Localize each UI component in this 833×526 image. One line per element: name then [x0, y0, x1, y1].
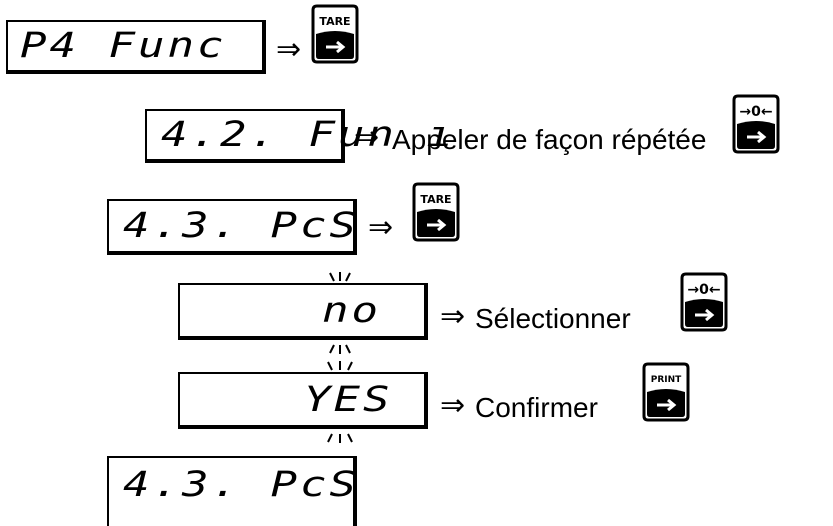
display-text: P4 Func — [20, 25, 227, 66]
key-label: →0← — [739, 104, 772, 120]
instruction-text: Appeler de façon répétée — [392, 124, 707, 155]
tare-key-icon[interactable]: TARE — [410, 182, 462, 242]
arrow-icon: ⇒ — [440, 299, 466, 334]
display-text: YES — [304, 379, 393, 420]
key-label: TARE — [319, 15, 350, 28]
blink-indicator-icon — [310, 270, 370, 361]
lcd-display-step-1: P4 Func — [6, 20, 266, 74]
zero-key-icon[interactable]: →0← — [730, 94, 782, 154]
key-label: TARE — [420, 193, 451, 206]
lcd-display-step-2: 4.2. Fun ı — [145, 109, 453, 163]
key-label: →0← — [687, 282, 720, 298]
instruction-text: Sélectionner — [475, 303, 631, 334]
arrow-icon: ⇒ — [368, 210, 394, 245]
arrow-icon: ⇒ — [440, 388, 466, 423]
instruction-text: Confirmer — [475, 392, 598, 423]
key-label: PRINT — [651, 375, 682, 385]
lcd-display-step-3: 4.3. PcS — [107, 199, 357, 255]
zero-key-icon[interactable]: →0← — [678, 272, 730, 332]
lcd-display-step-4: no — [178, 283, 428, 340]
lcd-display-step-5: YES — [178, 372, 428, 429]
print-key-icon[interactable]: PRINT — [640, 362, 692, 422]
display-text: 4.2. Fun ı — [161, 114, 456, 155]
display-text: no — [322, 290, 381, 331]
arrow-icon: ⇒ — [276, 32, 302, 67]
display-text: 4.3. PcS — [123, 205, 359, 246]
arrow-icon: ⇒ — [354, 120, 380, 155]
display-text: 4.3. PcS — [123, 464, 359, 505]
tare-key-icon[interactable]: TARE — [309, 4, 361, 64]
lcd-display-step-6: 4.3. PcS — [107, 456, 357, 526]
blink-indicator-icon — [302, 359, 378, 450]
